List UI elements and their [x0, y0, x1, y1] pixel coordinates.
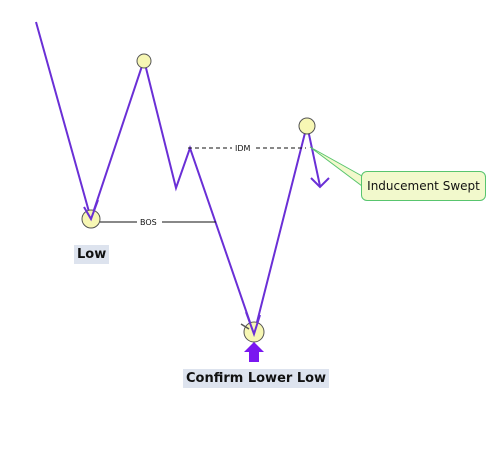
up-arrow-icon [244, 342, 264, 362]
idm-label: IDM [235, 144, 251, 153]
sweep-arrow-head [310, 177, 330, 189]
inducement-high-marker [298, 117, 316, 135]
price-path-tips [83, 199, 99, 222]
confirm-lower-low-label: Confirm Lower Low [183, 369, 330, 388]
low-label: Low [74, 245, 110, 264]
lower-low-tick [240, 323, 250, 330]
bos-label: BOS [140, 218, 157, 227]
price-path-tips-low [245, 311, 261, 338]
price-path [35, 21, 321, 338]
inducement-swept-callout: Inducement Swept [361, 171, 486, 201]
swing-high-marker [136, 53, 152, 69]
